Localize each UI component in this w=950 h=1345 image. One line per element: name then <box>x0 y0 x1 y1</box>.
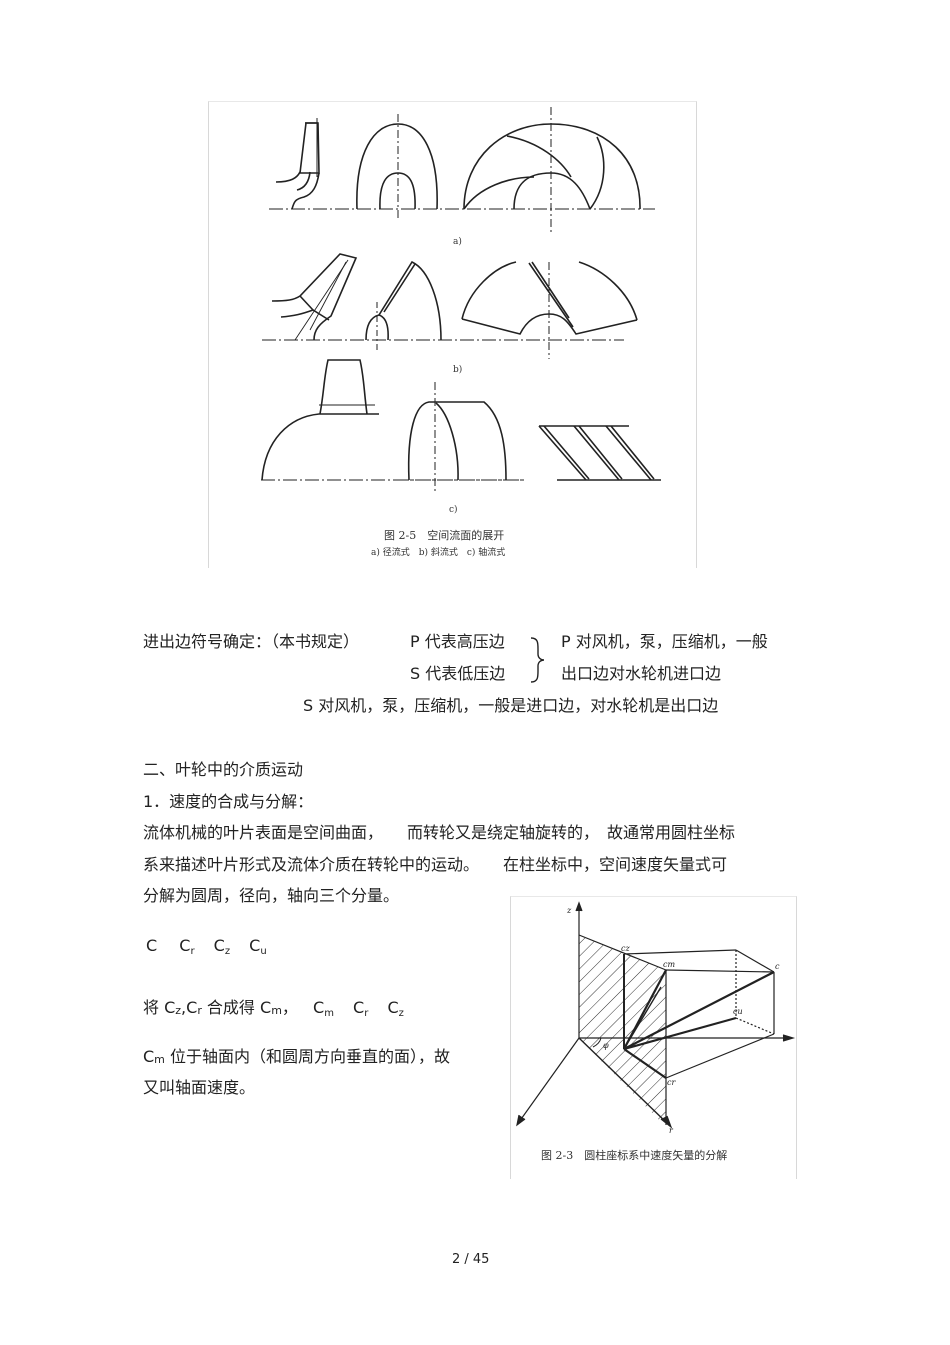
figure-2-5-caption-title: 图 2-5 空间流面的展开 <box>384 529 505 542</box>
cr-symbol: Cr <box>353 998 369 1019</box>
label-cz: cz <box>621 944 630 953</box>
p-definition: P 代表高压边 <box>410 632 505 651</box>
compose-line: 将 Cz,Cr 合成得 Cm， Cm Cr Cz <box>143 998 404 1019</box>
cz-symbol: Cz <box>387 998 404 1019</box>
label-c: c <box>775 962 780 971</box>
section-heading: 二、叶轮中的介质运动 <box>143 760 304 779</box>
figure-2-5: a) b) <box>208 101 697 568</box>
figure-2-5-caption-legend: a) 径流式 b) 斜流式 c) 轴流式 <box>371 548 506 558</box>
diagram-c-axial <box>261 359 661 492</box>
paragraph-line-1: 流体机械的叶片表面是空间曲面， 而转轮又是绕定轴旋转的， 故通常用圆柱坐标 <box>143 823 736 842</box>
page-indicator: 2 / 45 <box>452 1252 490 1267</box>
label-a: a) <box>453 236 462 247</box>
paragraph-line-2: 系来描述叶片形式及流体介质在转轮中的运动。 在柱坐标中，空间速度矢量式可 <box>143 855 728 874</box>
component-cz: Cz <box>213 936 231 957</box>
label-c: c) <box>449 504 458 515</box>
label-cr: cr <box>667 1078 676 1087</box>
label-cu: cu <box>733 1007 743 1016</box>
label-cm: cm <box>663 960 675 969</box>
cm-symbol: Cm <box>313 998 334 1019</box>
subsection-heading: 1．速度的合成与分解： <box>143 792 314 811</box>
p-note-line-1: P 对风机，泵，压缩机，一般 <box>561 632 768 651</box>
label-z: z <box>566 906 572 915</box>
figure-2-3: z cz cm c cu cr r φ 图 2-3 圆柱座标系中速度矢量的分解 <box>510 896 797 1179</box>
label-phi: φ <box>603 1041 609 1050</box>
figure-2-5-drawing: a) b) <box>261 107 661 515</box>
cm-description-line-2: 又叫轴面速度。 <box>143 1078 256 1097</box>
component-cr: Cr <box>179 936 195 957</box>
s-definition: S 代表低压边 <box>410 664 506 683</box>
s-note: S 对风机，泵，压缩机，一般是进口边，对水轮机是出口边 <box>303 696 719 715</box>
paragraph-line-3: 分解为圆周，径向，轴向三个分量。 <box>143 886 400 905</box>
label-r: r <box>669 1126 674 1135</box>
component-cu: Cu <box>249 936 267 957</box>
brace-icon <box>530 637 545 683</box>
label-b: b) <box>453 364 462 375</box>
figure-2-3-caption: 图 2-3 圆柱座标系中速度矢量的分解 <box>541 1149 728 1162</box>
diagram-a-radial <box>269 107 655 235</box>
component-c: C <box>146 936 158 955</box>
velocity-components: C Cr Cz Cu <box>146 936 267 962</box>
p-note-line-2: 出口边对水轮机进口边 <box>561 664 722 683</box>
cm-description-line-1: Cm 位于轴面内（和圆周方向垂直的面），故 <box>143 1047 450 1066</box>
diagram-b-mixed <box>262 253 638 359</box>
symbol-definition-lead: 进出边符号确定：（本书规定） <box>143 632 360 651</box>
figure-2-3-drawing: z cz cm c cu cr r φ <box>516 901 796 1135</box>
